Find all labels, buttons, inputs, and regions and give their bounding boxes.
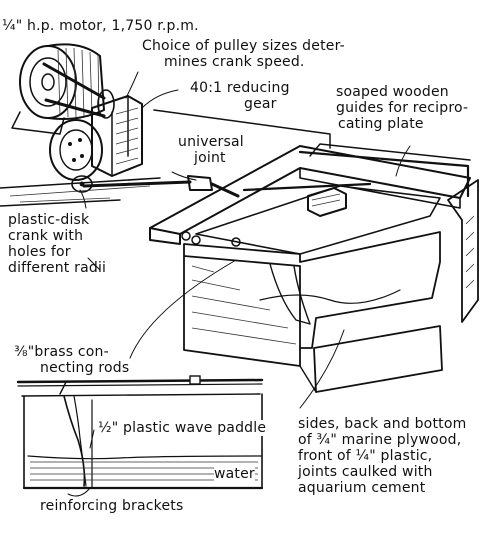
crank-text-line4: different radii — [8, 260, 107, 276]
pulley-text-line1: Choice of pulley sizes deter- — [142, 38, 345, 54]
sides-text-line3: front of ¼" plastic, — [298, 448, 433, 464]
guides-text-line3: cating plate — [338, 116, 424, 132]
gear-label: 40:1 reducing gear — [190, 80, 290, 112]
paddle-text: ½" plastic wave paddle — [98, 420, 267, 436]
bench — [0, 109, 331, 207]
sides-label: sides, back and bottom of ¾" marine plyw… — [298, 416, 466, 496]
connecting-rod — [82, 175, 240, 198]
joint-label: universal joint — [178, 134, 244, 166]
water-text: water — [214, 466, 255, 482]
brackets-text: reinforcing brackets — [40, 498, 184, 514]
joint-text-line1: universal — [178, 134, 244, 150]
sides-text-line4: joints caulked with — [298, 464, 433, 480]
pulley-text-line2: mines crank speed. — [164, 54, 305, 70]
pulley-belt — [42, 62, 115, 119]
water-label: water — [214, 466, 255, 482]
sides-text-line2: of ¾" marine plywood, — [298, 432, 462, 448]
brackets-label: reinforcing brackets — [40, 498, 184, 514]
leader-lines — [67, 71, 411, 497]
section-view — [16, 375, 264, 490]
tank — [149, 143, 479, 393]
motor-text: ¼" h.p. motor, 1,750 r.p.m. — [2, 18, 199, 34]
pulley-label: Choice of pulley sizes deter- mines cran… — [142, 38, 345, 70]
gear-text-line2: gear — [244, 96, 277, 112]
joint-text-line2: joint — [194, 150, 226, 166]
rods-text-line1: ⅜"brass con- — [14, 344, 109, 360]
reducing-gear — [49, 95, 143, 181]
rods-label: ⅜"brass con- necting rods — [14, 344, 129, 376]
rods-text-line2: necting rods — [40, 360, 130, 376]
gear-text-line1: 40:1 reducing — [190, 80, 290, 96]
motor-label: ¼" h.p. motor, 1,750 r.p.m. — [2, 18, 199, 34]
guides-text-line2: guides for recipro- — [336, 100, 469, 116]
crank-label: plastic-disk crank with holes for differ… — [8, 212, 106, 276]
crank-text-line3: holes for — [8, 244, 71, 260]
paddle-label: ½" plastic wave paddle — [98, 420, 267, 436]
guides-label: soaped wooden guides for recipro- cating… — [336, 84, 468, 132]
crank-text-line2: crank with — [8, 228, 84, 244]
sides-text-line5: aquarium cement — [298, 480, 426, 496]
guides-text-line1: soaped wooden — [336, 84, 449, 100]
crank-text-line1: plastic-disk — [8, 212, 90, 228]
sides-text-line1: sides, back and bottom — [298, 416, 467, 432]
